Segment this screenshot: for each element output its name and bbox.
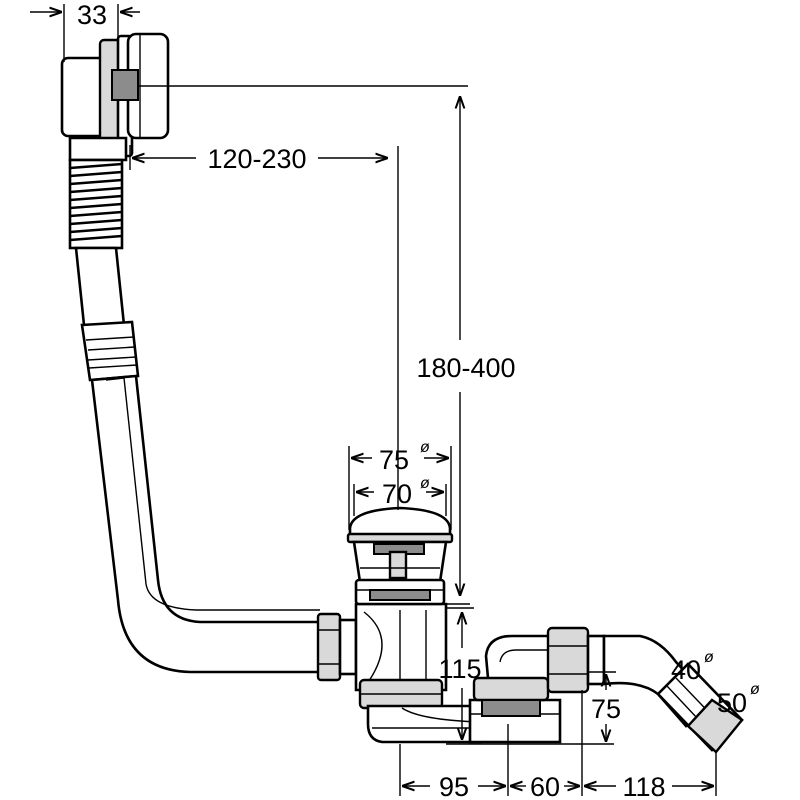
dim-spacing: 60 xyxy=(530,772,560,800)
overflow-pipe xyxy=(74,246,322,674)
dim-overflow-depth: 33 xyxy=(77,0,107,30)
diameter-symbol: ø xyxy=(420,439,430,456)
dim-plug-inner-diameter: 70 xyxy=(382,479,412,509)
dim-outlet-length: 118 xyxy=(622,772,665,800)
trap-body xyxy=(316,602,562,744)
dim-trap-width: 95 xyxy=(439,772,469,800)
dimension-lines: 33 120-230 180-400 75 ø 70 ø 115 75 95 6… xyxy=(30,0,760,800)
dim-overflow-offset: 120-230 xyxy=(207,144,306,174)
flexible-hose xyxy=(68,158,124,250)
diameter-symbol: ø xyxy=(750,681,760,698)
diameter-symbol: ø xyxy=(420,475,430,492)
dim-height-range: 180-400 xyxy=(416,353,515,383)
dim-plug-outer-diameter: 75 xyxy=(379,445,409,475)
dim-trap-height: 115 xyxy=(438,654,481,684)
outlet-assembly xyxy=(472,626,744,754)
diameter-symbol: ø xyxy=(704,649,714,666)
dim-outlet-diameter-large: 50 xyxy=(717,688,747,718)
overflow-head xyxy=(60,32,170,162)
drain-plug xyxy=(346,506,454,606)
dim-outlet-diameter-small: 40 xyxy=(671,655,701,685)
dim-outlet-height: 75 xyxy=(591,694,621,724)
